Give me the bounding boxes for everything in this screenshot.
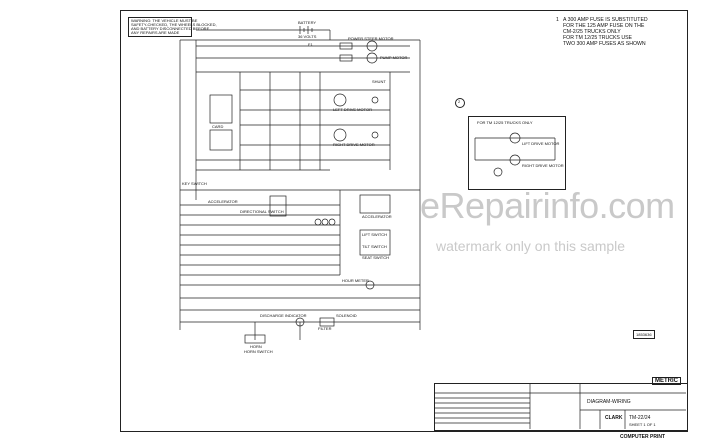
sheet-number: SHEET 1 OF 1 bbox=[629, 422, 656, 427]
note-line: CM-2/25 TRUCKS ONLY bbox=[563, 29, 621, 35]
pump-motor-label: PUMP MOTOR bbox=[380, 55, 408, 60]
warning-line: AND BATTERY DISCONNECTED BEFORE bbox=[131, 26, 210, 31]
warning-line: WARNING: THE VEHICLE MUST BE bbox=[131, 18, 198, 23]
lift-switch-label: LIFT SWITCH bbox=[362, 232, 388, 237]
horn-switch-label: HORN SWITCH bbox=[244, 349, 273, 354]
drawing-number: TM-22/24 bbox=[629, 415, 651, 421]
inset-box: FOR TM 12/25 TRUCKS ONLY bbox=[468, 116, 566, 190]
accelerator2-label: ACCELERATOR bbox=[362, 214, 392, 219]
note-line: A 300 AMP FUSE IS SUBSTITUTED bbox=[563, 17, 648, 23]
discharge-indicator-label: DISCHARGE INDICATOR bbox=[260, 313, 307, 318]
battery-label: BATTERY bbox=[298, 20, 317, 25]
inset-motor2-label: RIGHT DRIVE MOTOR bbox=[522, 163, 564, 168]
inset-motor-label: LIFT DRIVE MOTOR bbox=[522, 141, 560, 146]
left-drive-motor-label: LEFT DRIVE MOTOR bbox=[333, 107, 372, 112]
hour-meter-label: HOUR METER bbox=[342, 278, 369, 283]
tilt-switch-label: TILT SWITCH bbox=[362, 244, 387, 249]
filter-label: FILTER bbox=[318, 326, 332, 331]
callout-circle bbox=[455, 98, 465, 108]
note-line: FOR TM 12/25 TRUCKS USE bbox=[563, 35, 632, 41]
drawing-sheet bbox=[120, 10, 688, 432]
power-steer-motor-label: POWER STEER MOTOR bbox=[348, 36, 394, 41]
note-number: 1 bbox=[556, 17, 559, 23]
inset-title: FOR TM 12/25 TRUCKS ONLY bbox=[477, 120, 533, 125]
diagram-title: DIAGRAM-WIRING bbox=[587, 399, 631, 405]
fuse-label: F1 bbox=[308, 42, 313, 47]
warning-line: SAFETY-CHECKED, THE WHEELS BLOCKED, bbox=[131, 22, 217, 27]
revision-tag: 1853636 bbox=[633, 330, 655, 339]
computer-print-label: COMPUTER PRINT bbox=[620, 434, 665, 440]
directional-switch-label: DIRECTIONAL SWITCH bbox=[240, 209, 284, 214]
solenoid-label: SOLENOID bbox=[336, 313, 357, 318]
callout-number: 2 bbox=[458, 99, 461, 104]
battery-volts-label: 36 VOLTS bbox=[298, 34, 317, 39]
shunt-label: SHUNT bbox=[372, 79, 386, 84]
seat-switch-label: SEAT SWITCH bbox=[362, 255, 389, 260]
warning-box: WARNING: THE VEHICLE MUST BE SAFETY-CHEC… bbox=[128, 17, 217, 37]
right-drive-motor-label: RIGHT DRIVE MOTOR bbox=[333, 142, 375, 147]
title-block: DIAGRAM-WIRING CLARK TM-22/24 SHEET 1 OF… bbox=[434, 383, 688, 431]
note-line: FOR THE 125 AMP FUSE ON THE bbox=[563, 23, 645, 29]
metric-badge: METRIC bbox=[652, 377, 681, 385]
brand-label: CLARK bbox=[605, 415, 623, 421]
key-switch-label: KEY SWITCH bbox=[182, 181, 207, 186]
watermark-site: eRepairinfo.com bbox=[420, 185, 675, 226]
accelerator-label: ACCELERATOR bbox=[208, 199, 238, 204]
card-label: CARD bbox=[212, 124, 224, 129]
warning-line: ANY REPAIRS ARE MADE bbox=[131, 30, 180, 35]
note-line: TWO 300 AMP FUSES AS SHOWN bbox=[563, 41, 646, 47]
watermark-note: watermark only on this sample bbox=[436, 238, 626, 254]
horn-label: HORN bbox=[250, 344, 262, 349]
